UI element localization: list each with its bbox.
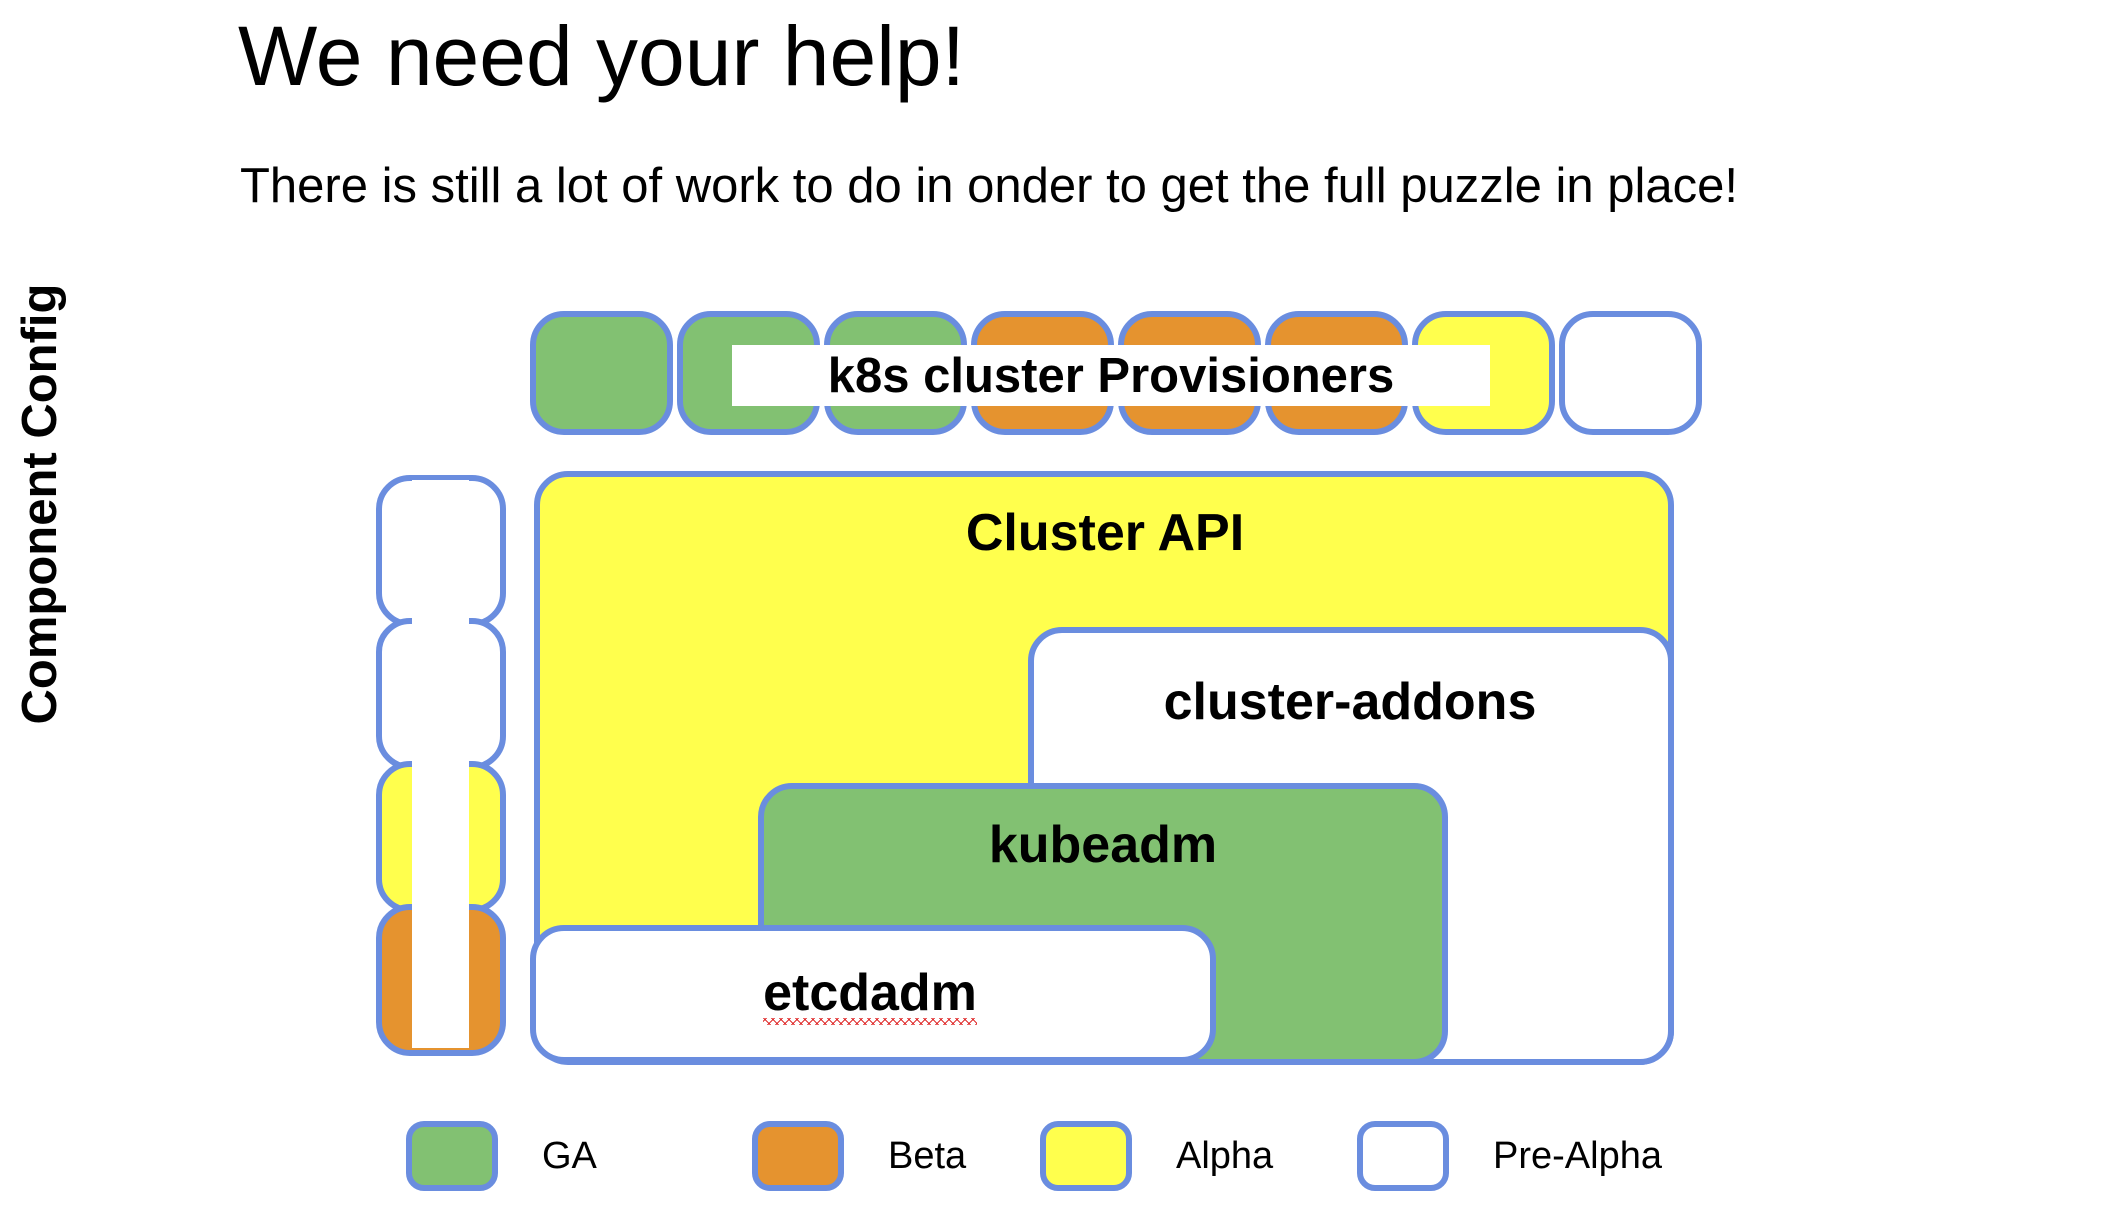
legend-item-alpha: Alpha [1040, 1118, 1273, 1194]
legend-swatch-ga-icon [406, 1121, 498, 1191]
page-subtitle: There is still a lot of work to do in on… [240, 159, 1739, 213]
legend: GA Beta Alpha Pre-Alpha [0, 1118, 2126, 1198]
component-config-label: Component Config [13, 283, 67, 725]
legend-label-alpha: Alpha [1176, 1134, 1274, 1177]
cluster-addons-label: cluster-addons [1163, 673, 1537, 731]
legend-swatch-beta-icon [752, 1121, 844, 1191]
legend-swatch-pre-alpha-icon [1357, 1121, 1449, 1191]
provisioners-label-backdrop [732, 345, 1490, 406]
legend-swatch-alpha-icon [1040, 1121, 1132, 1191]
legend-label-beta: Beta [888, 1134, 967, 1177]
provisioner-tile-8 [1559, 311, 1702, 435]
legend-item-beta: Beta [752, 1118, 966, 1194]
etcdadm-label: etcdadm [540, 963, 1200, 1023]
provisioner-tile-1 [530, 311, 673, 435]
page-title: We need your help! [238, 9, 965, 103]
legend-label-pre-alpha: Pre-Alpha [1493, 1134, 1662, 1177]
cluster-api-label: Cluster API [965, 504, 1245, 562]
etcdadm-label-text: etcdadm [763, 964, 977, 1025]
legend-label-ga: GA [542, 1134, 597, 1177]
kubeadm-label: kubeadm [988, 816, 1218, 874]
legend-item-ga: GA [406, 1118, 597, 1194]
legend-item-pre-alpha: Pre-Alpha [1357, 1118, 1662, 1194]
provisioners-label: k8s cluster Provisioners [827, 349, 1395, 403]
component-config-label-backdrop [412, 480, 469, 1048]
